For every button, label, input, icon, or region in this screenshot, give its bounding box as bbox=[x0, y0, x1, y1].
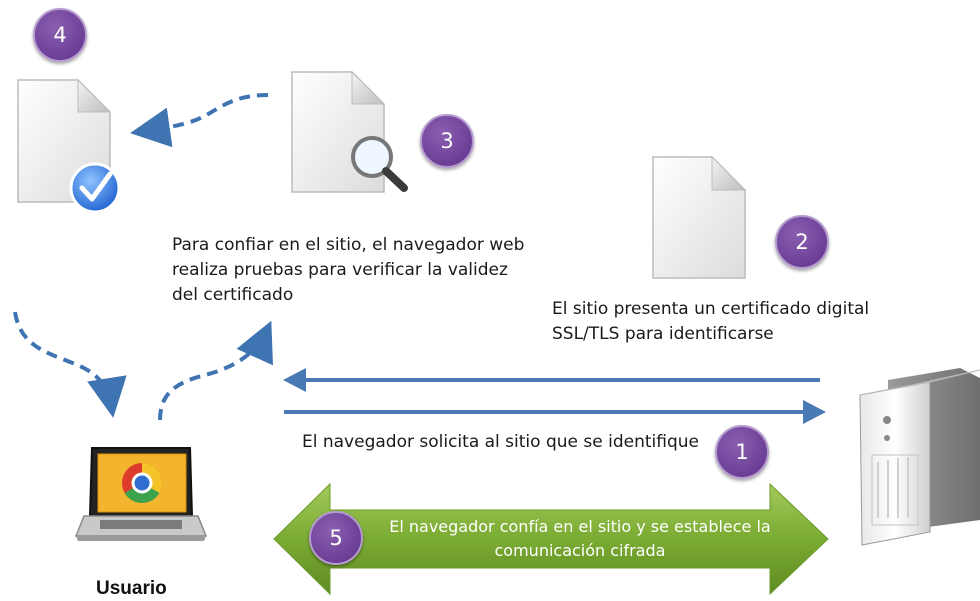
step-2-description: El sitio presenta un certificado digital… bbox=[552, 297, 869, 347]
user-label: Usuario bbox=[96, 578, 167, 599]
request-arrow bbox=[284, 400, 826, 424]
dashed-arrow-4-to-user bbox=[13, 311, 127, 418]
server-icon bbox=[859, 368, 980, 546]
step-3-line-1: Para confiar en el sitio, el navegador w… bbox=[172, 235, 525, 255]
response-arrow bbox=[283, 368, 820, 392]
step-1-badge: 1 bbox=[715, 425, 769, 479]
document-check-icon bbox=[17, 78, 121, 214]
step-1-description: El navegador solicita al sitio que se id… bbox=[302, 432, 699, 452]
laptop-browser-icon bbox=[74, 447, 208, 541]
step-2-line-1: El sitio presenta un certificado digital bbox=[552, 299, 870, 319]
step-3-description: Para confiar en el sitio, el navegador w… bbox=[172, 233, 524, 308]
step-5-line-1: El navegador confía en el sitio y se est… bbox=[389, 517, 771, 536]
step-5-line-2: comunicación cifrada bbox=[494, 541, 666, 560]
step-3-badge: 3 bbox=[420, 114, 474, 168]
step-2-badge: 2 bbox=[775, 215, 829, 269]
step-2-line-2: SSL/TLS para identificarse bbox=[552, 324, 774, 344]
dashed-arrow-3-to-4 bbox=[130, 93, 269, 148]
step-5-badge: 5 bbox=[309, 511, 363, 565]
certificate-document-icon bbox=[652, 155, 747, 279]
step-5-description: El navegador confía en el sitio y se est… bbox=[370, 515, 790, 563]
green-double-arrow-banner bbox=[273, 482, 829, 596]
dashed-arrow-user-to-3 bbox=[158, 320, 273, 421]
step-4-badge: 4 bbox=[33, 8, 87, 62]
step-3-line-2: realiza pruebas para verificar la valide… bbox=[172, 260, 508, 280]
document-magnifier-icon bbox=[291, 70, 408, 193]
step-3-line-3: del certificado bbox=[172, 285, 294, 305]
